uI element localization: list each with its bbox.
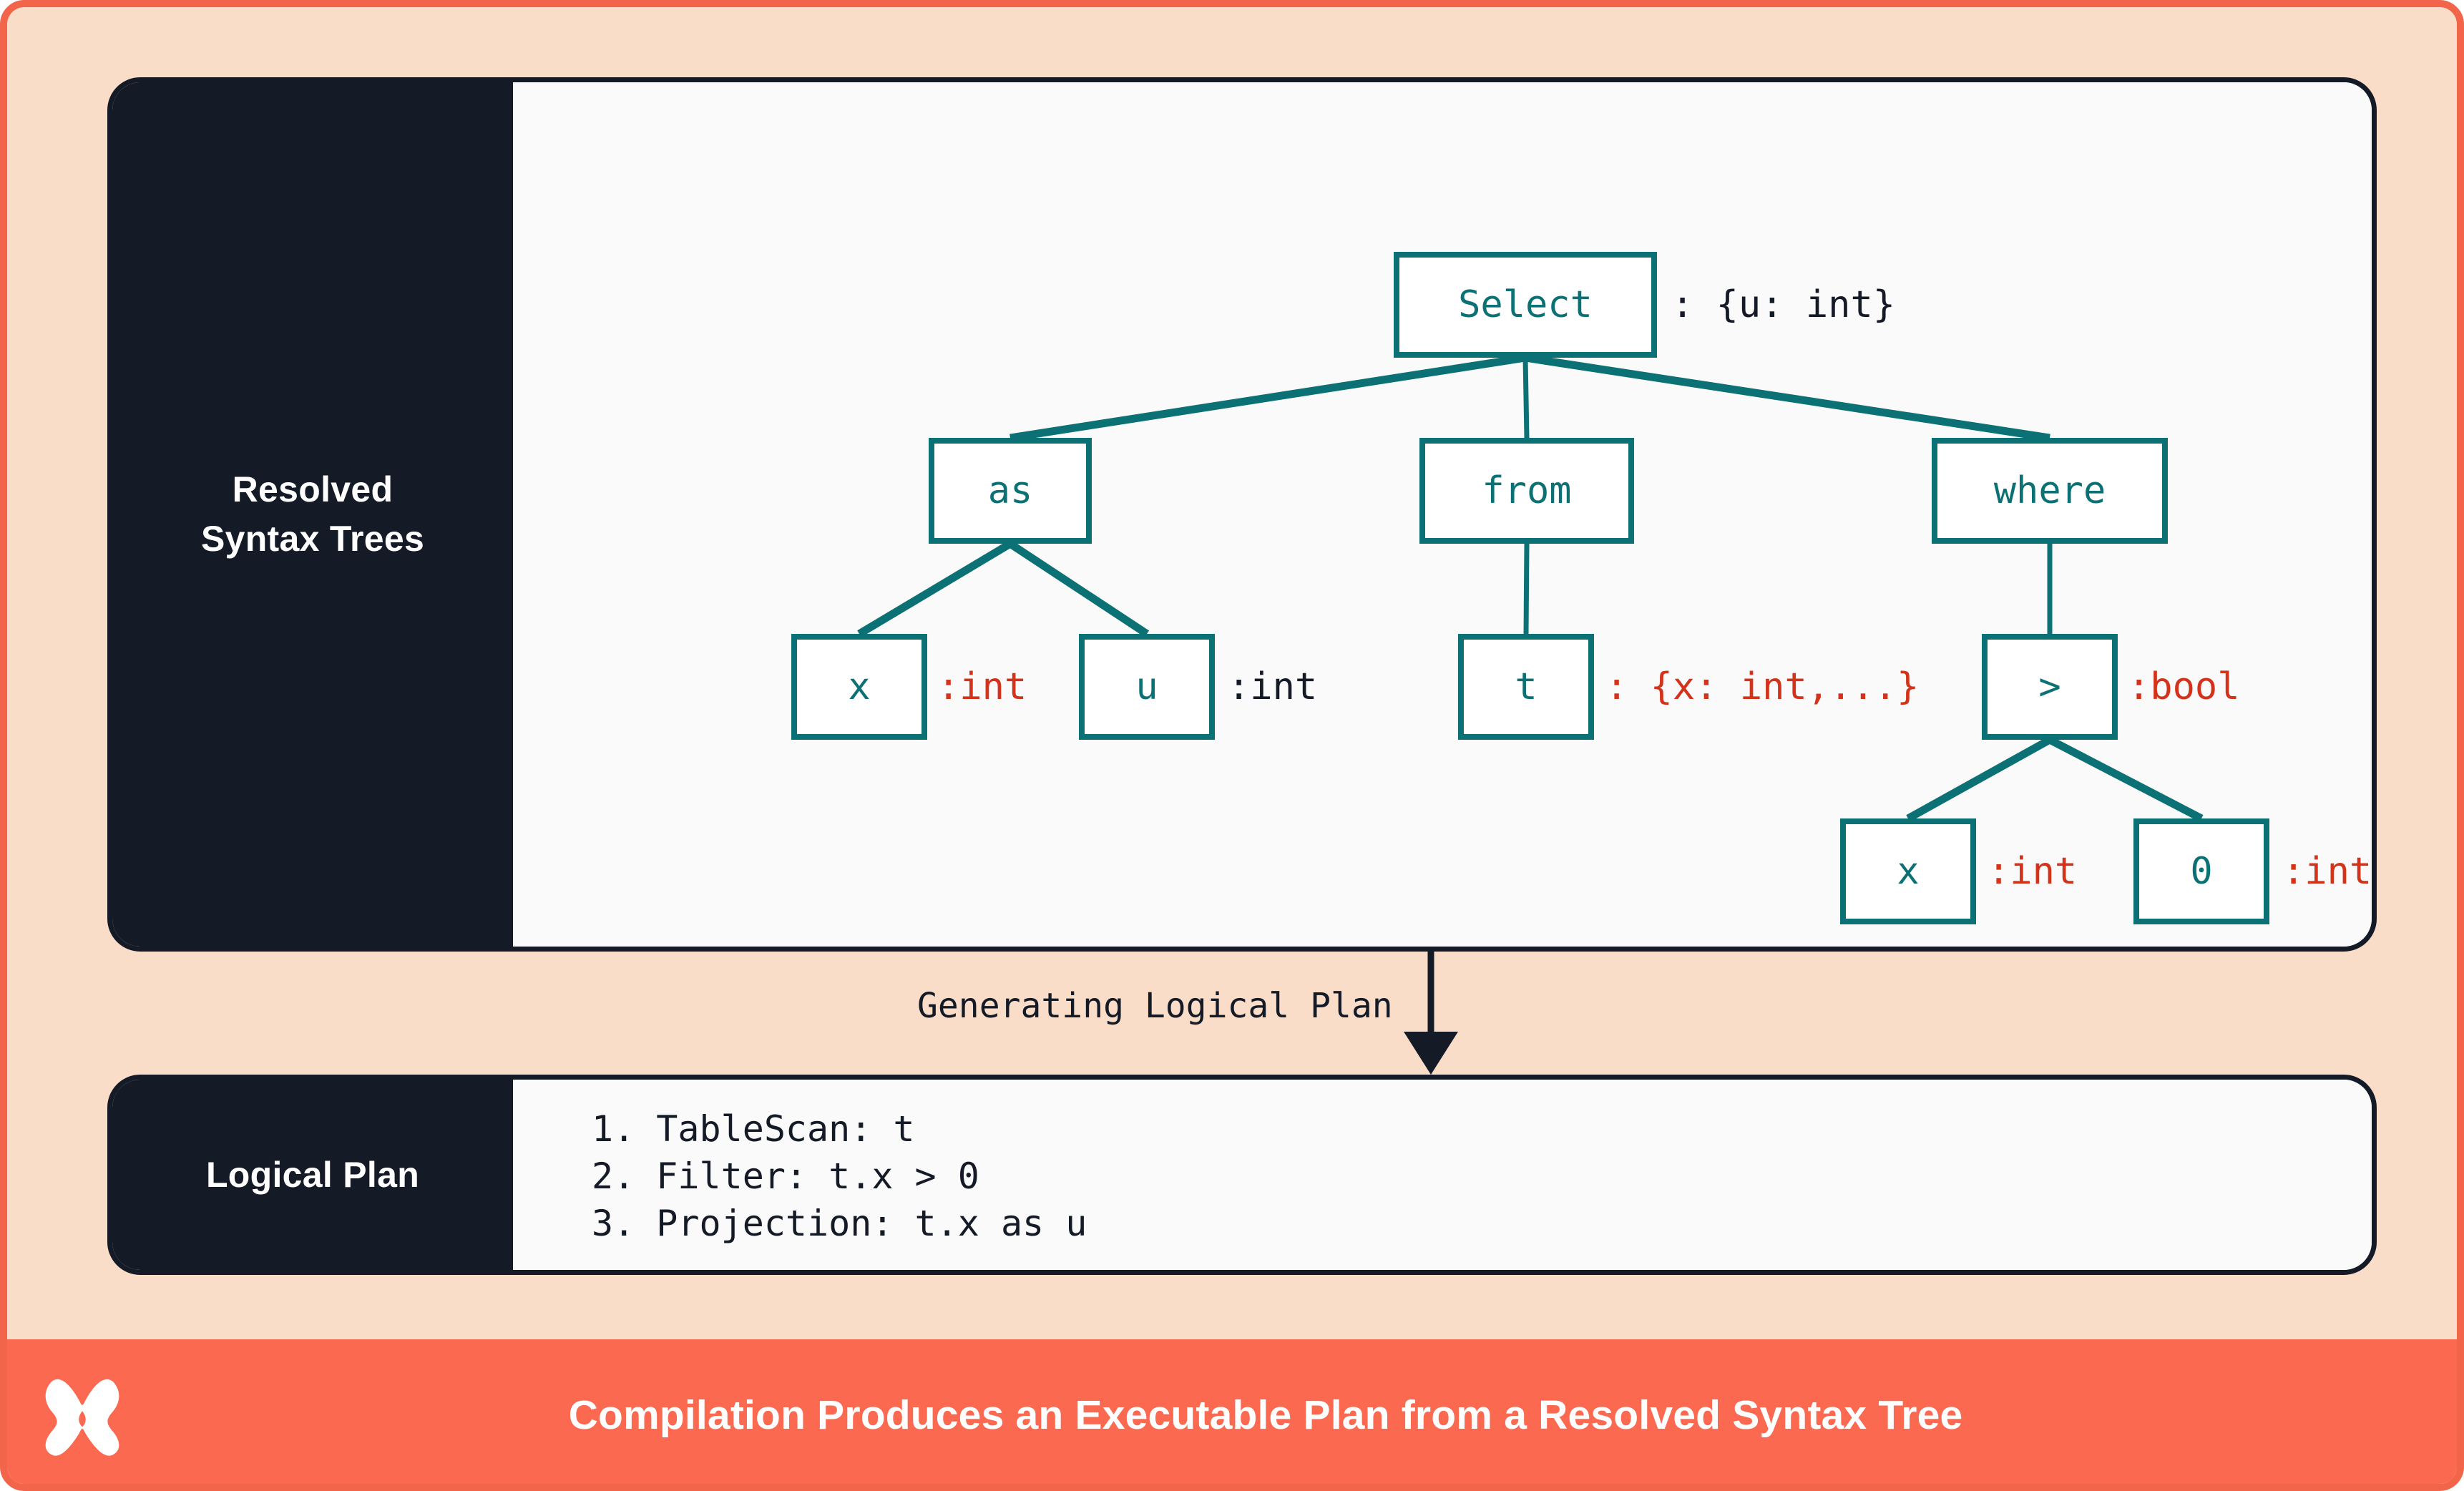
type-annotation-u-type: :int — [1228, 665, 1318, 708]
logical-plan-steps: 1. TableScan: t 2. Filter: t.x > 0 3. Proj… — [592, 1105, 1087, 1247]
resolved-syntax-trees-label: Resolved Syntax Trees — [112, 82, 513, 947]
type-annotation-x1-type: :int — [937, 665, 1027, 708]
tree-node-zero: 0 — [2133, 818, 2269, 924]
butterfly-logo-icon — [45, 1379, 119, 1456]
tree-edge-gt-x2 — [1906, 736, 2052, 822]
label-line-2: Syntax Trees — [200, 519, 425, 559]
tree-node-where: where — [1932, 438, 2168, 544]
logical-plan-card: Logical Plan 1. TableScan: t 2. Filter: t… — [107, 1075, 2377, 1275]
tree-node-x2: x — [1840, 818, 1976, 924]
tree-node-u: u — [1079, 634, 1215, 740]
logical-plan-step: 2. Filter: t.x > 0 — [592, 1155, 979, 1197]
logical-plan-label: Logical Plan — [112, 1080, 513, 1270]
type-annotation-x2-type: :int — [1988, 850, 2078, 893]
label-line-1: Resolved — [232, 469, 393, 509]
flow-arrow-label: Generating Logical Plan — [917, 986, 1393, 1026]
tree-edge-select-where — [1525, 353, 2050, 442]
tree-node-select: Select — [1394, 252, 1657, 358]
logical-plan-label-text: Logical Plan — [205, 1155, 420, 1195]
tree-edges — [857, 353, 2204, 822]
flow-arrow-icon — [1404, 952, 1458, 1075]
resolved-syntax-trees-card: Resolved Syntax Trees Select as from where x… — [107, 77, 2377, 952]
tree-node-x1: x — [791, 634, 927, 740]
footer-caption: Compilation Produces an Executable Plan … — [568, 1392, 1963, 1438]
tree-edge-as-u — [1007, 540, 1150, 637]
tree-node-gt: > — [1982, 634, 2118, 740]
tree-edge-select-from — [1522, 357, 1530, 439]
type-annotation-select-type: : {u: int} — [1671, 283, 1896, 326]
footer-banner: Compilation Produces an Executable Plan … — [7, 1339, 2457, 1484]
tree-node-t: t — [1458, 634, 1594, 740]
type-annotation-zero-type: :int — [2282, 850, 2372, 893]
tree-edge-gt-zero — [2048, 736, 2204, 822]
logical-plan-step: 1. TableScan: t — [592, 1108, 915, 1150]
type-annotation-gt-type: :bool — [2128, 665, 2240, 708]
tree-edge-from-t — [1523, 543, 1530, 635]
logical-plan-body: 1. TableScan: t 2. Filter: t.x > 0 3. Proj… — [513, 1080, 2372, 1270]
logical-plan-step: 3. Projection: t.x as u — [592, 1203, 1087, 1244]
tree-edge-select-as — [1009, 353, 1526, 442]
tree-node-as: as — [929, 438, 1092, 544]
type-annotation-t-type: : {x: int,...} — [1605, 665, 1920, 708]
tree-edge-as-x1 — [857, 540, 1012, 637]
tree-node-from: from — [1419, 438, 1634, 544]
